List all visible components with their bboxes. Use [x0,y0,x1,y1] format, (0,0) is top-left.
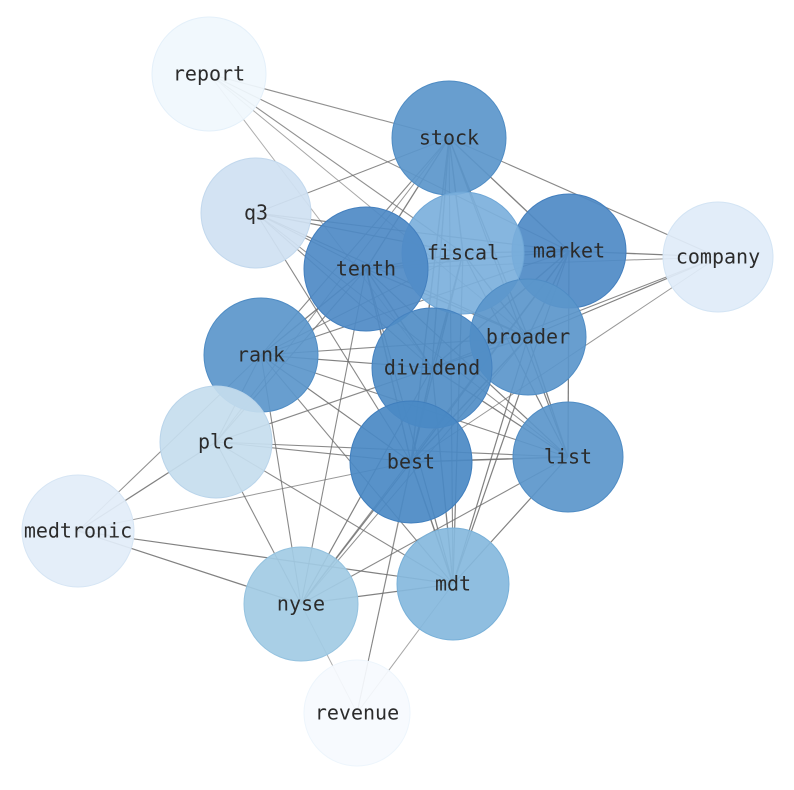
node-label-rank: rank [237,343,285,367]
graph-node-market[interactable]: market [511,193,627,309]
graph-node-revenue[interactable]: revenue [303,659,411,767]
node-circle-tenth[interactable] [303,206,429,332]
graph-node-broader[interactable]: broader [469,278,587,396]
node-label-broader: broader [486,325,570,349]
node-label-best: best [387,450,435,474]
graph-node-tenth[interactable]: tenth [303,206,429,332]
graph-node-medtronic[interactable]: medtronic [21,474,135,588]
node-label-revenue: revenue [315,701,399,725]
node-circle-nyse[interactable] [243,546,359,662]
node-label-company: company [676,245,760,269]
graph-node-fiscal[interactable]: fiscal [401,191,525,315]
graph-node-best[interactable]: best [349,400,473,524]
node-circle-company[interactable] [662,201,774,313]
graph-node-company[interactable]: company [662,201,774,313]
graph-node-stock[interactable]: stock [391,80,507,196]
node-circle-report[interactable] [151,16,267,132]
node-label-market: market [533,239,605,263]
node-label-report: report [173,62,245,86]
node-label-mdt: mdt [435,572,471,596]
node-circle-mdt[interactable] [396,527,510,641]
node-circle-list[interactable] [512,401,624,513]
graph-node-nyse[interactable]: nyse [243,546,359,662]
node-circle-best[interactable] [349,400,473,524]
graph-edge [77,530,454,585]
node-label-tenth: tenth [336,257,396,281]
graph-node-report[interactable]: report [151,16,267,132]
node-circle-plc[interactable] [159,385,273,499]
node-label-stock: stock [419,126,479,150]
node-label-plc: plc [198,430,234,454]
graph-node-mdt[interactable]: mdt [396,527,510,641]
graph-node-list[interactable]: list [512,401,624,513]
graph-node-plc[interactable]: plc [159,385,273,499]
node-layer: report stock q3 market fiscal company tenth bro… [21,16,774,767]
graph-node-q3[interactable]: q3 [200,157,312,269]
node-circle-medtronic[interactable] [21,474,135,588]
node-circle-revenue[interactable] [303,659,411,767]
node-label-list: list [544,445,592,469]
graph-node-rank[interactable]: rank [203,297,319,413]
node-label-nyse: nyse [277,592,325,616]
node-label-dividend: dividend [384,356,480,380]
node-label-q3: q3 [244,201,268,225]
node-circle-q3[interactable] [200,157,312,269]
node-label-medtronic: medtronic [24,519,132,543]
node-label-fiscal: fiscal [427,241,499,265]
